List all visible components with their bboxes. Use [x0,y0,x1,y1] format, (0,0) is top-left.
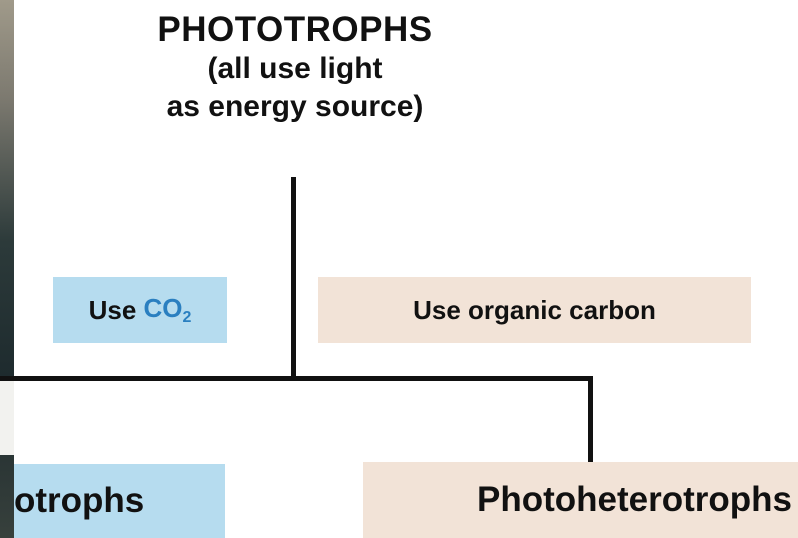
node-photoautotrophs: otrophs [14,464,225,538]
label-use-co2: Use CO2 [53,277,227,343]
label-use-co2-prefix: Use [88,294,144,325]
node-photoautotrophs-text: otrophs [14,481,145,520]
node-photoheterotrophs-text: Photoheterotrophs [477,480,792,519]
label-use-organic-carbon-text: Use organic carbon [413,294,656,325]
root-subtitle-line2: as energy source) [166,90,424,123]
horizontal-branch-line [0,376,593,381]
co2-formula-subscript: 2 [182,309,192,326]
background-photo-edge [0,0,14,538]
co2-formula: CO2 [144,293,192,327]
label-use-organic-carbon: Use organic carbon [318,277,751,343]
co2-formula-base: CO [143,293,183,323]
node-photoheterotrophs: Photoheterotrophs [363,462,798,538]
background-photo-panel [0,380,14,455]
right-drop-line [588,376,593,464]
root-subtitle-line1: (all use light [207,52,383,85]
root-node: PHOTOTROPHS (all use light as energy sou… [105,10,485,126]
trunk-line [291,177,296,380]
root-title: PHOTOTROPHS [157,10,433,49]
